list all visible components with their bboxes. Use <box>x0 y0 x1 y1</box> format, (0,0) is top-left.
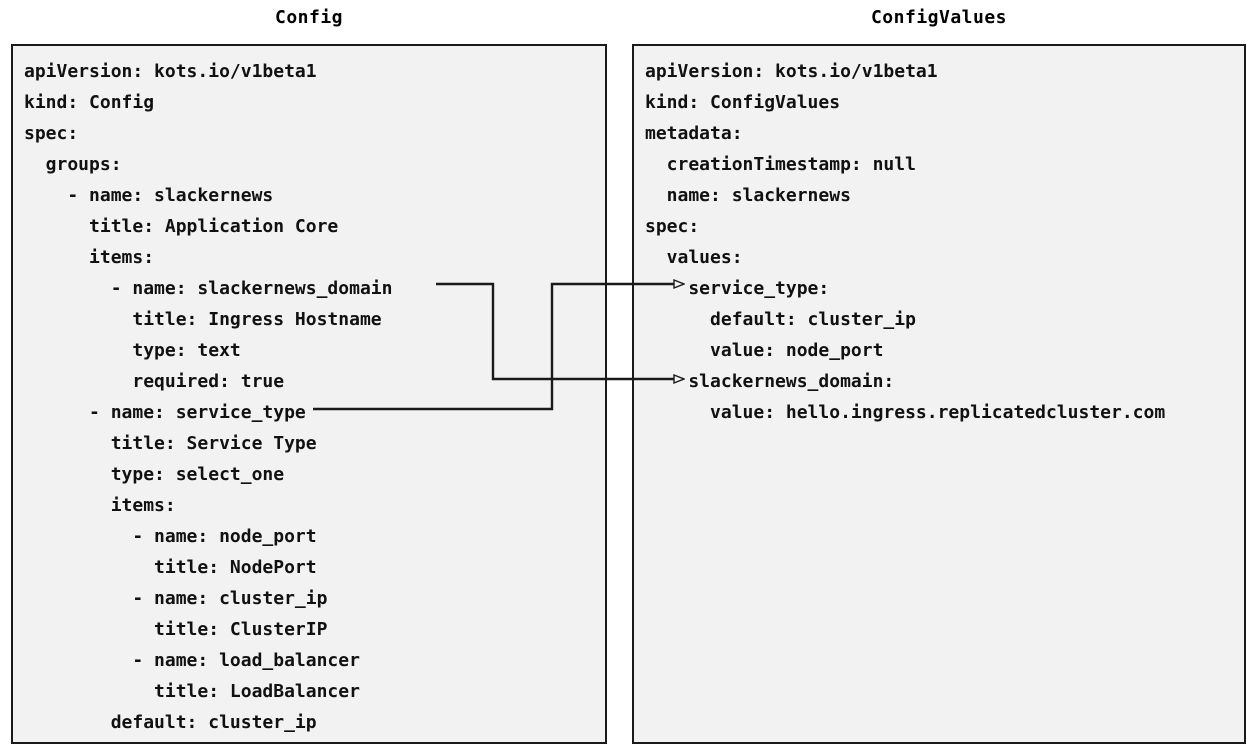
configvalues-yaml-line: service_type: <box>645 278 830 299</box>
configvalues-yaml-panel: apiVersion: kots.io/v1beta1 kind: ConfigV… <box>632 44 1246 744</box>
configvalues-yaml-block: apiVersion: kots.io/v1beta1 kind: ConfigV… <box>634 46 1165 428</box>
config-yaml-line: type: select_one <box>24 464 285 485</box>
config-yaml-line: items: <box>24 247 155 268</box>
config-yaml-line: title: Ingress Hostname <box>24 309 382 330</box>
config-yaml-line: required: true <box>24 371 285 392</box>
configvalues-yaml-line: spec: <box>645 216 700 237</box>
config-yaml-line: kind: Config <box>24 92 155 113</box>
configvalues-yaml-line: name: slackernews <box>645 185 851 206</box>
config-yaml-line: groups: <box>24 154 122 175</box>
configvalues-yaml-line: default: cluster_ip <box>645 309 916 330</box>
config-yaml-line: title: Service Type <box>24 433 317 454</box>
config-yaml-line: spec: <box>24 123 79 144</box>
config-yaml-panel: apiVersion: kots.io/v1beta1 kind: Config s… <box>11 44 607 744</box>
configvalues-yaml-line: values: <box>645 247 743 268</box>
config-panel-title: Config <box>274 7 344 28</box>
configvalues-yaml-line: slackernews_domain: <box>645 371 895 392</box>
config-yaml-line: type: text <box>24 340 241 361</box>
config-yaml-line: - name: load_balancer <box>24 650 360 671</box>
configvalues-panel-title: ConfigValues <box>870 7 1008 28</box>
config-yaml-line: title: ClusterIP <box>24 619 328 640</box>
config-yaml-line: - name: service_type <box>24 402 306 423</box>
config-yaml-block: apiVersion: kots.io/v1beta1 kind: Config s… <box>13 46 392 738</box>
config-yaml-line: - name: node_port <box>24 526 317 547</box>
configvalues-yaml-line: value: node_port <box>645 340 884 361</box>
config-yaml-line: - name: cluster_ip <box>24 588 328 609</box>
config-yaml-line: title: NodePort <box>24 557 317 578</box>
configvalues-yaml-line: value: hello.ingress.replicatedcluster.c… <box>645 402 1166 423</box>
configvalues-yaml-line: kind: ConfigValues <box>645 92 841 113</box>
config-yaml-line: title: Application Core <box>24 216 339 237</box>
config-yaml-line: apiVersion: kots.io/v1beta1 <box>24 61 317 82</box>
config-yaml-line: - name: slackernews_domain <box>24 278 393 299</box>
configvalues-yaml-line: apiVersion: kots.io/v1beta1 <box>645 61 938 82</box>
config-yaml-line: items: <box>24 495 176 516</box>
config-yaml-line: default: cluster_ip <box>24 712 317 733</box>
configvalues-yaml-line: creationTimestamp: null <box>645 154 916 175</box>
configvalues-yaml-line: metadata: <box>645 123 743 144</box>
config-yaml-line: title: LoadBalancer <box>24 681 360 702</box>
config-yaml-line: - name: slackernews <box>24 185 274 206</box>
